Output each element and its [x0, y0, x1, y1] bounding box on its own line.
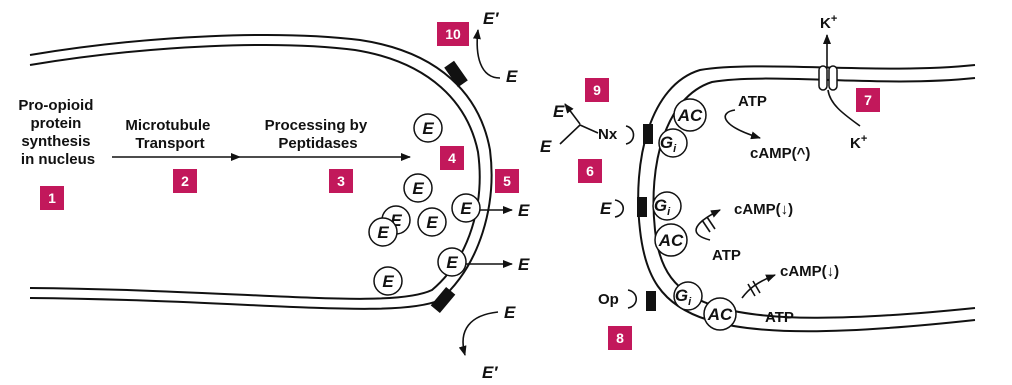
inhibit-tick-3b: [752, 280, 761, 294]
reuptake-arrow-bottom: [458, 311, 499, 356]
e-nx-bottom: E: [540, 137, 552, 156]
svg-text:AC: AC: [658, 231, 684, 250]
vesicle: E: [413, 113, 443, 143]
svg-text:AC: AC: [707, 305, 733, 324]
step-badge-6: 6: [578, 159, 602, 183]
e-nx-top: E: [553, 102, 565, 121]
e-prime-bottom: E′: [482, 363, 498, 382]
release-site-top: [444, 60, 468, 88]
nx-bind: [625, 125, 635, 145]
svg-text:6: 6: [586, 163, 594, 179]
step-badge-8: 8: [608, 326, 632, 350]
e-prime-top: E′: [483, 9, 499, 28]
step-2-text: Microtubule Transport: [125, 117, 214, 152]
vesicle: E: [417, 207, 447, 237]
receptor-nx: [643, 124, 653, 144]
svg-text:7: 7: [864, 92, 872, 108]
k-out-label: K+: [820, 13, 837, 32]
release-site-bottom: [430, 286, 456, 314]
svg-text:4: 4: [448, 150, 456, 166]
gi-protein: Gi: [658, 128, 688, 158]
presynaptic-membrane: [29, 34, 493, 310]
released-e: E: [518, 201, 530, 220]
atp-label-3: ATP: [765, 309, 794, 326]
inhibit-tick-2a: [701, 219, 711, 233]
camp-arrow-2: [695, 209, 721, 241]
receptor-op: [646, 291, 656, 311]
svg-text:Gi: Gi: [675, 286, 692, 308]
svg-text:E: E: [422, 119, 434, 138]
svg-text:E: E: [382, 272, 394, 291]
step-badge-9: 9: [585, 78, 609, 102]
step-3-text: Processing by Peptidases: [265, 117, 372, 152]
receptor-e: [637, 197, 647, 217]
svg-text:5: 5: [503, 173, 511, 189]
svg-text:1: 1: [48, 190, 56, 206]
vesicle-docking: E: [437, 247, 467, 277]
atp-arrow-1: [724, 109, 761, 140]
svg-text:9: 9: [593, 82, 601, 98]
inhibit-tick-3a: [747, 283, 756, 297]
vesicle: E: [403, 173, 433, 203]
svg-text:AC: AC: [677, 106, 703, 125]
reuptake-arrow-top: [472, 29, 501, 79]
nx-bracket: [559, 124, 599, 145]
svg-text:E: E: [412, 179, 424, 198]
e-arrow-up: [564, 103, 581, 125]
vesicle-docking: E: [451, 193, 481, 223]
step-badge-4: 4: [440, 146, 464, 170]
camp-arrow-3: [741, 274, 776, 299]
k-in-curve: [827, 89, 861, 127]
atp-label-1: ATP: [738, 93, 767, 110]
svg-text:Gi: Gi: [654, 196, 671, 218]
step-badge-3: 3: [329, 169, 353, 193]
vesicle: E: [373, 266, 403, 296]
camp-down-3: cAMP(↓): [780, 263, 839, 280]
e-receptor-label: E: [600, 199, 612, 218]
gi-protein: Gi: [673, 281, 703, 311]
gi-protein: Gi: [652, 191, 682, 221]
vesicle: E: [368, 217, 398, 247]
e-bind: [614, 199, 625, 218]
svg-text:E: E: [446, 253, 458, 272]
svg-text:E: E: [460, 199, 472, 218]
k-channel: [818, 65, 838, 91]
step-badge-10: 10: [437, 22, 469, 46]
svg-text:10: 10: [445, 26, 461, 42]
ac-enzyme: AC: [673, 98, 707, 132]
svg-text:2: 2: [181, 173, 189, 189]
step-badge-5: 5: [495, 169, 519, 193]
step-badge-2: 2: [173, 169, 197, 193]
step-badge-7: 7: [856, 88, 880, 112]
nx-label: Nx: [598, 126, 618, 143]
camp-up: cAMP(^): [750, 145, 810, 162]
step-badge-1: 1: [40, 186, 64, 210]
released-e: E: [518, 255, 530, 274]
ac-enzyme: AC: [703, 297, 737, 331]
e-top: E: [506, 67, 518, 86]
atp-label-2: ATP: [712, 247, 741, 264]
e-bottom: E: [504, 303, 516, 322]
svg-text:E: E: [377, 223, 389, 242]
camp-down-2: cAMP(↓): [734, 201, 793, 218]
step-1-text: Pro-opioid protein synthesis in nucleus: [18, 97, 97, 168]
inhibit-tick-2b: [706, 216, 716, 230]
k-in-label: K+: [850, 133, 867, 152]
op-bind: [627, 289, 638, 309]
svg-text:3: 3: [337, 173, 345, 189]
svg-text:E: E: [426, 213, 438, 232]
svg-text:8: 8: [616, 330, 624, 346]
ac-enzyme: AC: [654, 223, 688, 257]
svg-text:Gi: Gi: [660, 133, 677, 155]
op-label: Op: [598, 291, 619, 308]
